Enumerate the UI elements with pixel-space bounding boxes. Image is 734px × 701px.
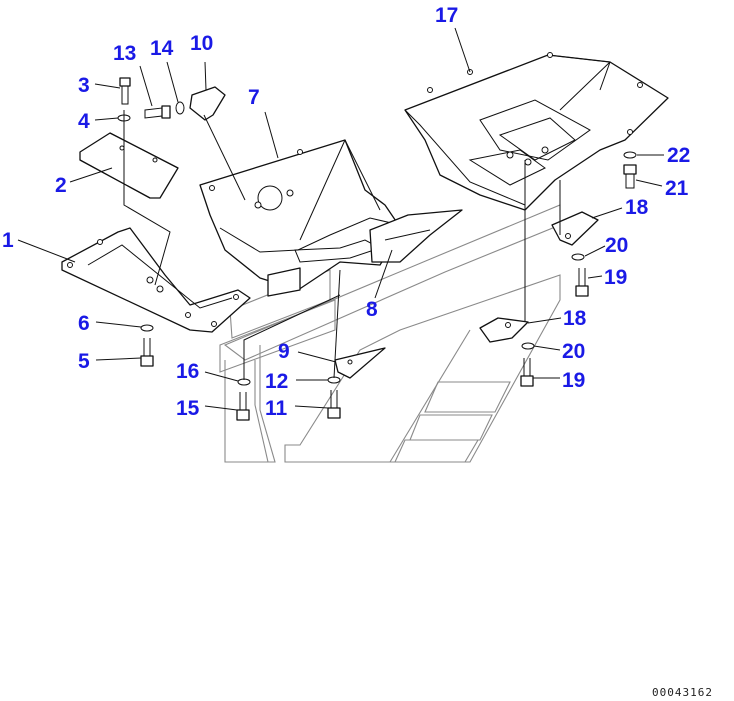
callout-9: 9 bbox=[278, 340, 290, 363]
callout-16: 16 bbox=[176, 360, 199, 383]
callout-15: 15 bbox=[176, 397, 200, 420]
part-8-bracket bbox=[369, 209, 463, 263]
callout-6: 6 bbox=[78, 312, 90, 335]
assembly-lines bbox=[123, 110, 561, 380]
document-code: 00043162 bbox=[652, 686, 713, 699]
callout-1: 1 bbox=[2, 229, 14, 252]
callout-21: 21 bbox=[665, 177, 689, 200]
callout-22: 22 bbox=[667, 144, 690, 167]
callout-19-upper: 19 bbox=[604, 266, 627, 289]
callout-17: 17 bbox=[435, 4, 458, 27]
callout-5: 5 bbox=[78, 350, 90, 373]
callout-3: 3 bbox=[78, 74, 90, 97]
callout-11: 11 bbox=[265, 397, 288, 420]
part-18-bracket-lower bbox=[479, 317, 529, 343]
callout-13: 13 bbox=[113, 42, 136, 65]
callout-2: 2 bbox=[55, 174, 67, 197]
part-10-cap bbox=[189, 86, 226, 121]
callout-20-lower: 20 bbox=[562, 340, 585, 363]
callout-7: 7 bbox=[248, 86, 260, 109]
part-2-cover-block bbox=[79, 132, 179, 199]
part-18-bracket-upper bbox=[551, 211, 599, 246]
callout-12: 12 bbox=[265, 370, 288, 393]
callout-14: 14 bbox=[150, 37, 174, 60]
callout-18-upper: 18 bbox=[625, 196, 649, 219]
callout-8: 8 bbox=[366, 298, 378, 321]
leader-lines bbox=[17, 27, 664, 411]
callout-18-lower: 18 bbox=[563, 307, 587, 330]
callout-20-upper: 20 bbox=[605, 234, 628, 257]
part-7-central-cover bbox=[199, 139, 403, 297]
callout-4: 4 bbox=[78, 110, 90, 133]
callout-10: 10 bbox=[190, 32, 213, 55]
part-17-upper-cover bbox=[404, 52, 669, 211]
part-9-clip bbox=[334, 347, 386, 379]
fasteners bbox=[117, 77, 637, 421]
callout-19-lower: 19 bbox=[562, 369, 585, 392]
callout-labels: 1 2 3 4 5 6 7 8 9 10 11 12 13 14 15 16 1… bbox=[2, 4, 690, 420]
